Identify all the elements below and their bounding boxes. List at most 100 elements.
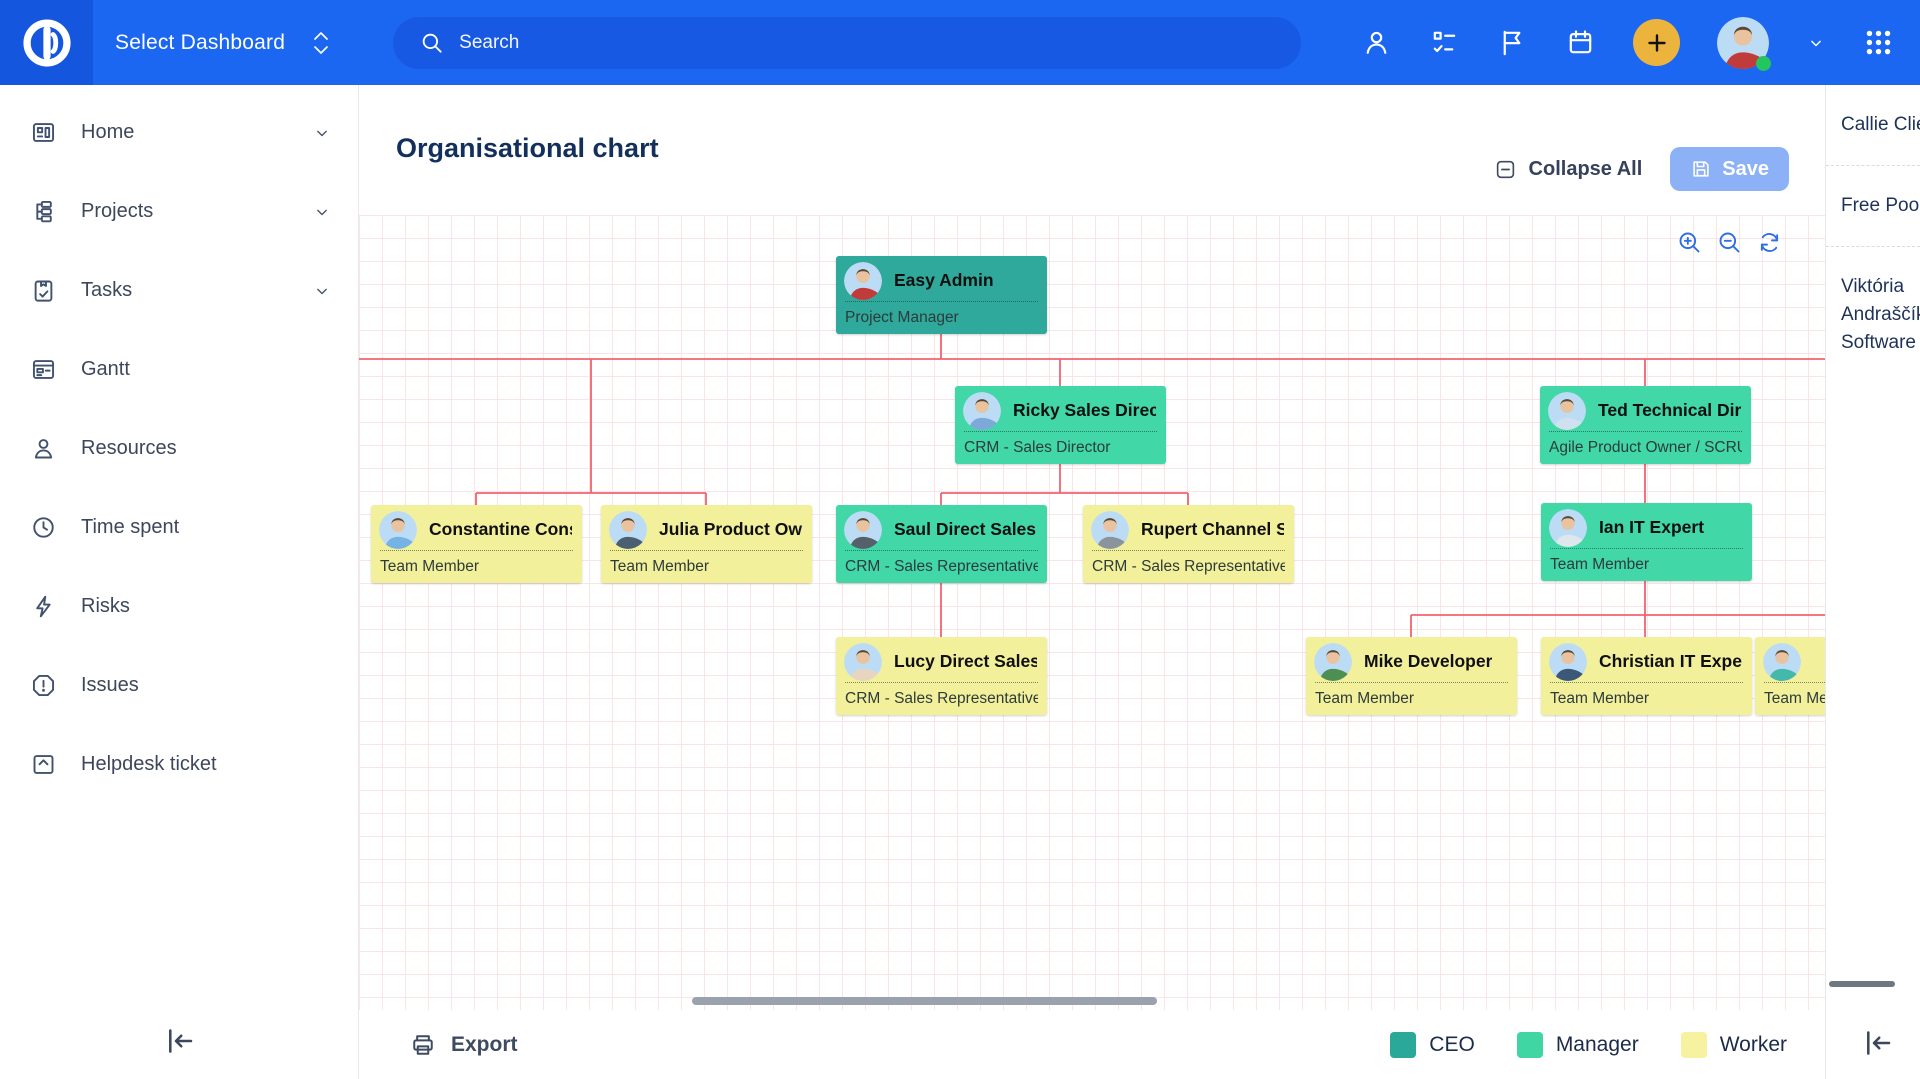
- sidebar-item-home[interactable]: Home: [0, 93, 358, 172]
- org-node-lucy-direct-sales-rep[interactable]: Lucy Direct Sales RepCRM - Sales Represe…: [836, 637, 1047, 715]
- org-node-rupert-channel-sale[interactable]: Rupert Channel Sale... CRM - Sales Repres…: [1083, 505, 1294, 583]
- avatar: [609, 510, 647, 549]
- org-node-ricky-sales-director[interactable]: Ricky Sales DirectorCRM - Sales Director: [955, 386, 1166, 464]
- sidebar-item-resources[interactable]: Resources: [0, 409, 358, 488]
- right-panel-item[interactable]: ViktóriaAndraščíkoSoftware S: [1826, 247, 1920, 383]
- collapse-all-button[interactable]: Collapse All: [1494, 158, 1642, 181]
- printer-icon: [409, 1031, 437, 1059]
- sidebar-item-label: Tasks: [81, 279, 133, 301]
- legend-swatch: [1390, 1031, 1417, 1058]
- select-updown-icon: [311, 28, 331, 58]
- horizontal-scrollbar[interactable]: [692, 997, 1157, 1005]
- sidebar-item-time-spent[interactable]: Time spent: [0, 488, 358, 567]
- issues-icon: [30, 672, 57, 699]
- legend-item-manager: Manager: [1516, 1031, 1639, 1058]
- member-name: Constantine Consult...: [429, 519, 572, 539]
- sidebar-item-label: Helpdesk ticket: [81, 753, 217, 775]
- sidebar-item-label: Time spent: [81, 516, 180, 538]
- org-node-julia-product-owner[interactable]: Julia Product OwnerTeam Member: [601, 505, 812, 583]
- connector-lines: [359, 334, 1825, 637]
- member-role: CRM - Sales Representative: [845, 550, 1038, 576]
- app-logo[interactable]: [0, 0, 93, 85]
- export-button[interactable]: Export: [409, 1031, 518, 1059]
- export-label: Export: [451, 1032, 518, 1056]
- calendar-icon[interactable]: [1565, 27, 1596, 58]
- sidebar-item-label: Projects: [81, 200, 154, 222]
- member-name: Easy Admin: [894, 270, 994, 290]
- dashboard-selector-label: Select Dashboard: [115, 30, 286, 54]
- avatar: [963, 391, 1001, 430]
- flag-icon[interactable]: [1497, 27, 1528, 58]
- plus-icon: [1645, 31, 1669, 55]
- right-panel-item[interactable]: Callie Clie: [1826, 85, 1920, 166]
- zoom-out-icon[interactable]: [1716, 229, 1743, 256]
- gantt-icon: [30, 356, 57, 383]
- right-panel-line: Free Pool: [1841, 195, 1920, 216]
- panel-scrollbar[interactable]: [1829, 981, 1895, 987]
- save-button[interactable]: Save: [1670, 147, 1789, 191]
- search-input[interactable]: [459, 31, 1240, 54]
- search-icon: [419, 30, 445, 56]
- save-icon: [1690, 158, 1712, 180]
- avatar: [844, 642, 882, 681]
- checklist-icon[interactable]: [1429, 27, 1460, 58]
- search-bar[interactable]: [393, 16, 1302, 69]
- right-panel-item[interactable]: Free Pool: [1826, 166, 1920, 247]
- member-role: Team Member: [1764, 682, 1825, 708]
- sidebar-item-label: Gantt: [81, 358, 130, 380]
- right-panel-line: Callie Clie: [1841, 114, 1920, 135]
- right-panel-line: Andraščíko: [1841, 304, 1920, 325]
- member-role: CRM - Sales Director: [964, 431, 1157, 457]
- sidebar-item-gantt[interactable]: Gantt: [0, 330, 358, 409]
- member-role: Team Member: [610, 550, 803, 576]
- avatar: [1091, 510, 1129, 549]
- member-name: Saul Direct Sales Rep: [894, 519, 1037, 539]
- org-node-partial[interactable]: Team Member: [1755, 637, 1825, 715]
- online-status-dot: [1756, 55, 1771, 71]
- user-icon[interactable]: [1361, 27, 1392, 58]
- legend-item-worker: Worker: [1680, 1031, 1787, 1058]
- chevron-down-icon: [312, 202, 332, 222]
- dashboard-selector[interactable]: Select Dashboard: [115, 28, 331, 58]
- avatar: [1314, 642, 1352, 681]
- sidebar-item-tasks[interactable]: Tasks: [0, 251, 358, 330]
- legend-label: Manager: [1555, 1032, 1639, 1056]
- member-name: Rupert Channel Sale...: [1141, 519, 1284, 539]
- sidebar-collapse-icon[interactable]: [158, 1023, 200, 1059]
- panel-collapse-icon[interactable]: [1856, 1025, 1898, 1061]
- sidebar-item-label: Issues: [81, 674, 139, 696]
- sidebar-item-risks[interactable]: Risks: [0, 567, 358, 646]
- avatar: [1549, 642, 1587, 681]
- sidebar-item-issues[interactable]: Issues: [0, 646, 358, 725]
- member-role: Team Member: [1550, 548, 1743, 574]
- chevron-down-icon[interactable]: [1806, 33, 1826, 53]
- member-role: CRM - Sales Representative: [1092, 550, 1285, 576]
- avatar: [1763, 642, 1801, 681]
- chevron-down-icon: [312, 123, 332, 143]
- minus-square-icon: [1494, 158, 1517, 181]
- member-role: Team Member: [1315, 682, 1508, 708]
- org-node-ted-technical-director[interactable]: Ted Technical DirectorAgile Product Owne…: [1540, 386, 1751, 464]
- org-node-saul-direct-sales-rep[interactable]: Saul Direct Sales RepCRM - Sales Represe…: [836, 505, 1047, 583]
- member-role: Agile Product Owner / SCRU...: [1549, 431, 1742, 457]
- add-button[interactable]: [1633, 19, 1680, 66]
- home-icon: [30, 119, 57, 146]
- right-panel-line: Software S: [1841, 332, 1920, 353]
- user-avatar[interactable]: [1717, 16, 1771, 71]
- org-node-constantine-consult[interactable]: Constantine Consult...Team Member: [371, 505, 582, 583]
- member-role: CRM - Sales Representative: [845, 682, 1038, 708]
- sidebar-item-helpdesk-ticket[interactable]: Helpdesk ticket: [0, 725, 358, 804]
- zoom-in-icon[interactable]: [1676, 229, 1703, 256]
- refresh-icon[interactable]: [1756, 229, 1783, 256]
- apps-grid-icon[interactable]: [1863, 27, 1894, 58]
- sidebar-item-projects[interactable]: Projects: [0, 172, 358, 251]
- person-icon: [30, 435, 57, 462]
- legend-swatch: [1680, 1031, 1707, 1058]
- sidebar-item-label: Resources: [81, 437, 177, 459]
